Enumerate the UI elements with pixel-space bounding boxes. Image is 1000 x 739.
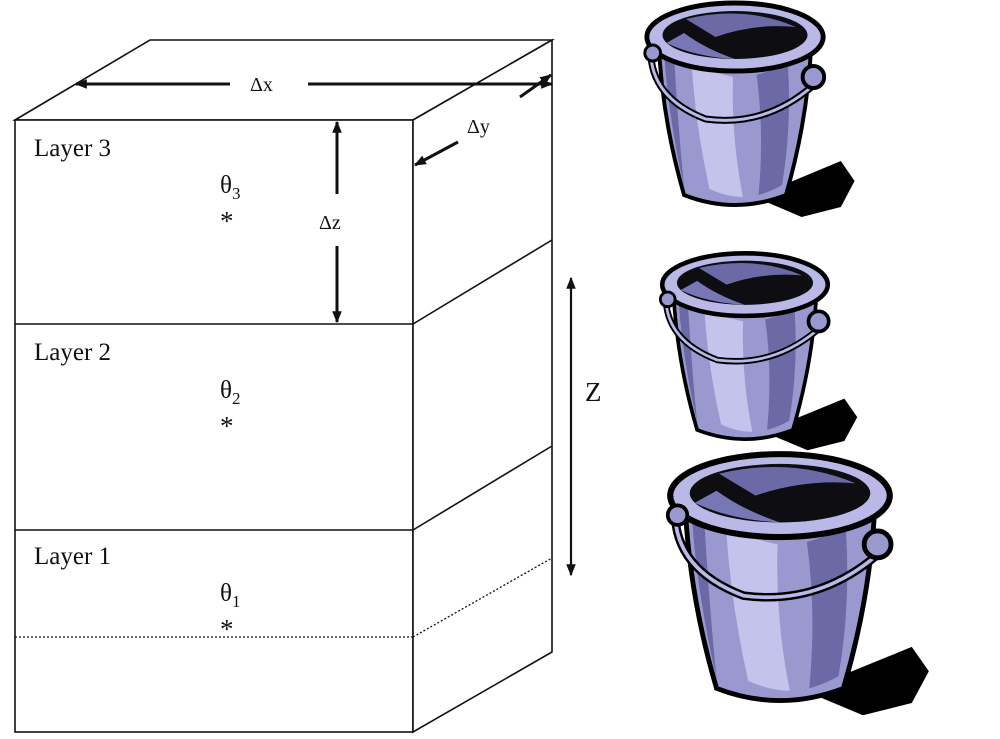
layer-1: Layer 1 θ1 *	[34, 543, 240, 644]
theta-subscript: 2	[232, 389, 241, 408]
layer-2-marker: *	[220, 411, 234, 441]
dy-arrow-upper	[519, 73, 552, 99]
soil-column	[12, 38, 555, 734]
layer-3-marker: *	[220, 206, 234, 236]
dotted-boundary-side	[412, 557, 553, 638]
dz-label: Δz	[319, 212, 341, 234]
box-front-face	[14, 119, 414, 733]
bucket-icon	[645, 3, 855, 217]
side-boundary-3-2	[412, 239, 553, 325]
theta-symbol: θ	[220, 172, 232, 199]
dy-arrow-lower	[413, 140, 459, 167]
bucket-icon	[660, 253, 857, 450]
theta-symbol: θ	[220, 377, 232, 404]
dy-label: Δy	[467, 116, 490, 138]
dimension-arrows	[74, 73, 576, 577]
layer-1-label: Layer 1	[34, 543, 111, 570]
layer-1-marker: *	[220, 614, 234, 644]
layer-1-theta: θ1	[220, 580, 240, 611]
theta-symbol: θ	[220, 580, 232, 607]
side-boundary-2-1	[412, 445, 553, 531]
layer-3: Layer 3 θ3 *	[34, 135, 240, 236]
layer-3-theta: θ3	[220, 172, 240, 203]
bucket-icon	[668, 454, 929, 715]
theta-subscript: 3	[232, 184, 241, 203]
layer-2: Layer 2 θ2 *	[34, 339, 240, 441]
layer-2-label: Layer 2	[34, 339, 111, 366]
layer-3-label: Layer 3	[34, 135, 111, 162]
depth-label: Z	[585, 377, 602, 407]
layer-2-theta: θ2	[220, 377, 240, 408]
dx-label: Δx	[250, 74, 273, 96]
theta-subscript: 1	[232, 592, 241, 611]
box-side-face	[412, 38, 553, 734]
